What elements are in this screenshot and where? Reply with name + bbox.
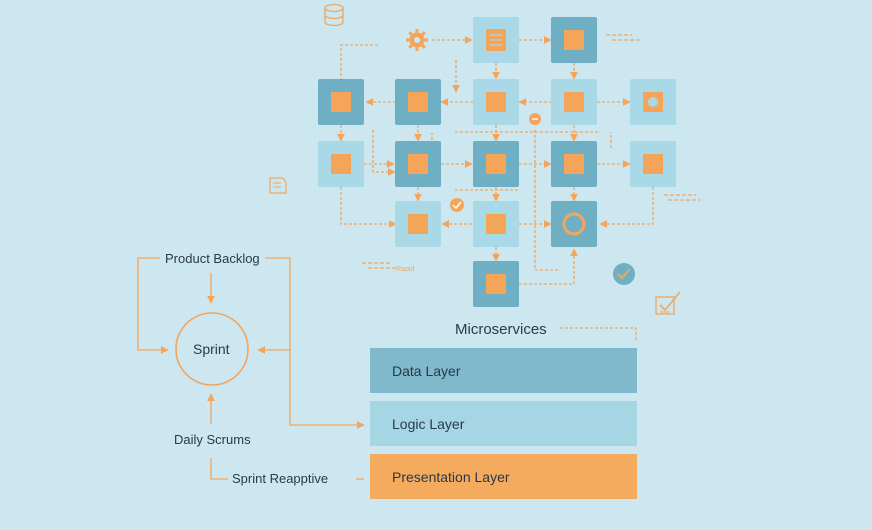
logic-layer: Logic Layer (370, 401, 637, 446)
check-badge-mark (452, 201, 462, 210)
node-square-icon (408, 214, 428, 234)
check-circle-mark (617, 268, 631, 280)
gear-icon-tooth (420, 31, 426, 37)
sprint-label: Sprint (193, 341, 230, 357)
gear-icon-tooth (420, 43, 426, 49)
product-backlog-label: Product Backlog (165, 251, 260, 266)
right-loop-arrow (257, 257, 291, 354)
graph-node (318, 141, 364, 187)
checkbox-icon-frame (655, 296, 675, 315)
database-icon (324, 3, 344, 27)
node-square-icon (331, 154, 351, 174)
user-doc-icon (269, 177, 287, 194)
check-circle-icon (613, 263, 635, 285)
graph-node (473, 17, 519, 63)
node-square-icon (486, 214, 506, 234)
presentation-layer: Presentation Layer (370, 454, 637, 499)
graph-nodes (318, 17, 676, 307)
node-square-icon (408, 92, 428, 112)
left-loop-arrow (137, 257, 169, 354)
review-connector (210, 458, 228, 480)
graph-node (473, 201, 519, 247)
node-square-icon (643, 154, 663, 174)
sprint-review-overlap-text: apptive (286, 471, 329, 486)
node-box (551, 201, 597, 247)
edge-line (519, 248, 578, 285)
edge-line (340, 187, 397, 228)
edge-line (560, 327, 637, 342)
data-layer-label: Data Layer (392, 362, 461, 379)
plus-badge-icon (529, 113, 541, 125)
scrum-cycle (137, 257, 365, 480)
logic-layer-label: Logic Layer (392, 415, 465, 432)
node-square-icon (486, 274, 506, 294)
node-square-icon (564, 92, 584, 112)
ring-icon (562, 212, 586, 236)
edge-line (599, 187, 654, 228)
gear-icon-tooth (408, 31, 414, 37)
presentation-layer-label: Presentation Layer (392, 468, 510, 485)
graph-node (473, 79, 519, 125)
graph-node (551, 79, 597, 125)
graph-node (551, 201, 597, 247)
database-icon-band (324, 14, 344, 20)
database-icon-top (324, 3, 344, 13)
database-icon-body (324, 8, 344, 27)
graph-node (630, 79, 676, 125)
graph-node (318, 79, 364, 125)
edge-line (534, 130, 560, 271)
sprint-cycle-circle (175, 312, 249, 386)
to-logic-layer-arrow (289, 350, 365, 429)
edge-line (372, 130, 396, 176)
daily-scrums-label: Daily Scrums (174, 432, 251, 447)
graph-node (395, 201, 441, 247)
gear-icon (406, 29, 428, 51)
node-square-icon (486, 92, 506, 112)
sprint-review-text: Sprint Re (232, 471, 287, 486)
gear-icon-hole (414, 37, 420, 43)
check-badge-icon (450, 198, 464, 212)
node-square-icon (331, 92, 351, 112)
graph-node (395, 141, 441, 187)
node-square-icon (486, 154, 506, 174)
check-circle-bg (613, 263, 635, 285)
user-doc-icon-frame (269, 177, 287, 194)
node-square-icon (564, 30, 584, 50)
decorative-icons (269, 3, 700, 315)
node-square-icon (564, 154, 584, 174)
graph-node (473, 261, 519, 307)
graph-node (473, 141, 519, 187)
graph-node (630, 141, 676, 187)
node-square-icon (408, 154, 428, 174)
checkbox-icon (655, 291, 681, 315)
sprint-review-label: Sprint Reapptive (232, 471, 328, 486)
data-layer: Data Layer (370, 348, 637, 393)
microservices-title: Microservices (455, 321, 547, 338)
target-icon-center (648, 97, 658, 107)
gear-icon-tooth (408, 43, 414, 49)
check-badge-circle (450, 198, 464, 212)
scribble-text: Rapid (396, 266, 415, 273)
graph-edges (337, 36, 654, 342)
graph-node (551, 141, 597, 187)
graph-node (551, 17, 597, 63)
edge-line (340, 44, 378, 81)
graph-node (395, 79, 441, 125)
checkbox-icon-check (659, 291, 681, 312)
